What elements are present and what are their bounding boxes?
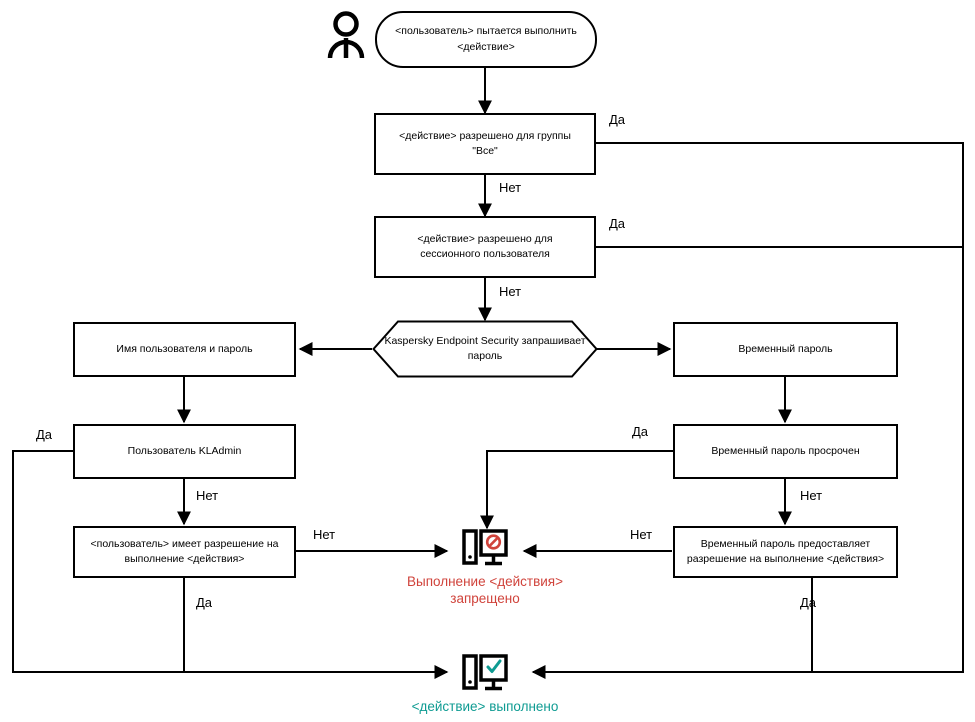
edge-label-session-no: Нет — [499, 284, 522, 299]
edge-label-grants-no: Нет — [630, 527, 653, 542]
node-start[interactable]: <пользователь> пытается выполнить <дейст… — [375, 11, 597, 68]
user-person-icon — [324, 10, 368, 67]
node-temp-password-label: Временный пароль — [738, 342, 833, 355]
node-allowed-session-user-label: <действие> разрешено для сессионного пол… — [417, 232, 553, 260]
node-user-has-permission[interactable]: <пользователь> имеет разрешение на выпол… — [73, 526, 296, 578]
terminal-done-caption: <действие> выполнено — [411, 699, 559, 714]
node-temp-password-grants[interactable]: Временный пароль предоставляет разрешени… — [673, 526, 898, 578]
edge-label-expired-no: Нет — [800, 488, 823, 503]
edge-label-everyone-yes: Да — [609, 112, 626, 127]
node-temp-password-expired[interactable]: Временный пароль просрочен — [673, 424, 898, 479]
node-temp-password-grants-label: Временный пароль предоставляет разрешени… — [686, 537, 885, 565]
computer-denied-icon — [462, 529, 508, 566]
edge-label-everyone-no: Нет — [499, 180, 522, 195]
node-allowed-everyone[interactable]: <действие> разрешено для группы "Все" — [374, 113, 596, 175]
node-temp-password[interactable]: Временный пароль — [673, 322, 898, 377]
wire-expired-yes — [480, 450, 673, 530]
edge-label-permission-yes: Да — [196, 595, 213, 610]
node-kes-asks-password-label: Kaspersky Endpoint Security запрашивает … — [384, 334, 586, 362]
wire-everyone-yes — [531, 142, 964, 679]
hexagon-shape — [372, 320, 598, 378]
node-kes-asks-password[interactable]: Kaspersky Endpoint Security запрашивает … — [372, 320, 598, 378]
node-user-has-permission-label: <пользователь> имеет разрешение на выпол… — [90, 537, 279, 565]
terminal-action-done[interactable]: <действие> выполнено — [407, 653, 563, 716]
computer-check-icon — [462, 654, 508, 691]
terminal-action-denied[interactable]: Выполнение <действия> запрещено — [407, 528, 563, 608]
terminal-denied-caption-line2: запрещено — [450, 590, 520, 606]
edge-label-permission-no: Нет — [313, 527, 336, 542]
node-username-password-label: Имя пользователя и пароль — [116, 342, 253, 355]
edge-label-kladmin-no: Нет — [196, 488, 219, 503]
node-allowed-session-user[interactable]: <действие> разрешено для сессионного пол… — [374, 216, 596, 278]
edge-label-session-yes: Да — [609, 216, 626, 231]
node-start-label: <пользователь> пытается выполнить <дейст… — [395, 25, 577, 53]
node-kladmin-user-label: Пользователь KLAdmin — [127, 444, 242, 457]
node-temp-password-expired-label: Временный пароль просрочен — [711, 444, 860, 457]
node-kladmin-user[interactable]: Пользователь KLAdmin — [73, 424, 296, 479]
edge-label-expired-yes: Да — [632, 424, 649, 439]
node-allowed-everyone-label: <действие> разрешено для группы "Все" — [399, 129, 571, 157]
edge-label-kladmin-yes: Да — [36, 427, 53, 442]
terminal-denied-caption: Выполнение <действия> запрещено — [407, 574, 563, 608]
edge-label-grants-yes: Да — [800, 595, 817, 610]
terminal-denied-caption-line1: Выполнение <действия> — [407, 574, 563, 589]
node-username-password[interactable]: Имя пользователя и пароль — [73, 322, 296, 377]
